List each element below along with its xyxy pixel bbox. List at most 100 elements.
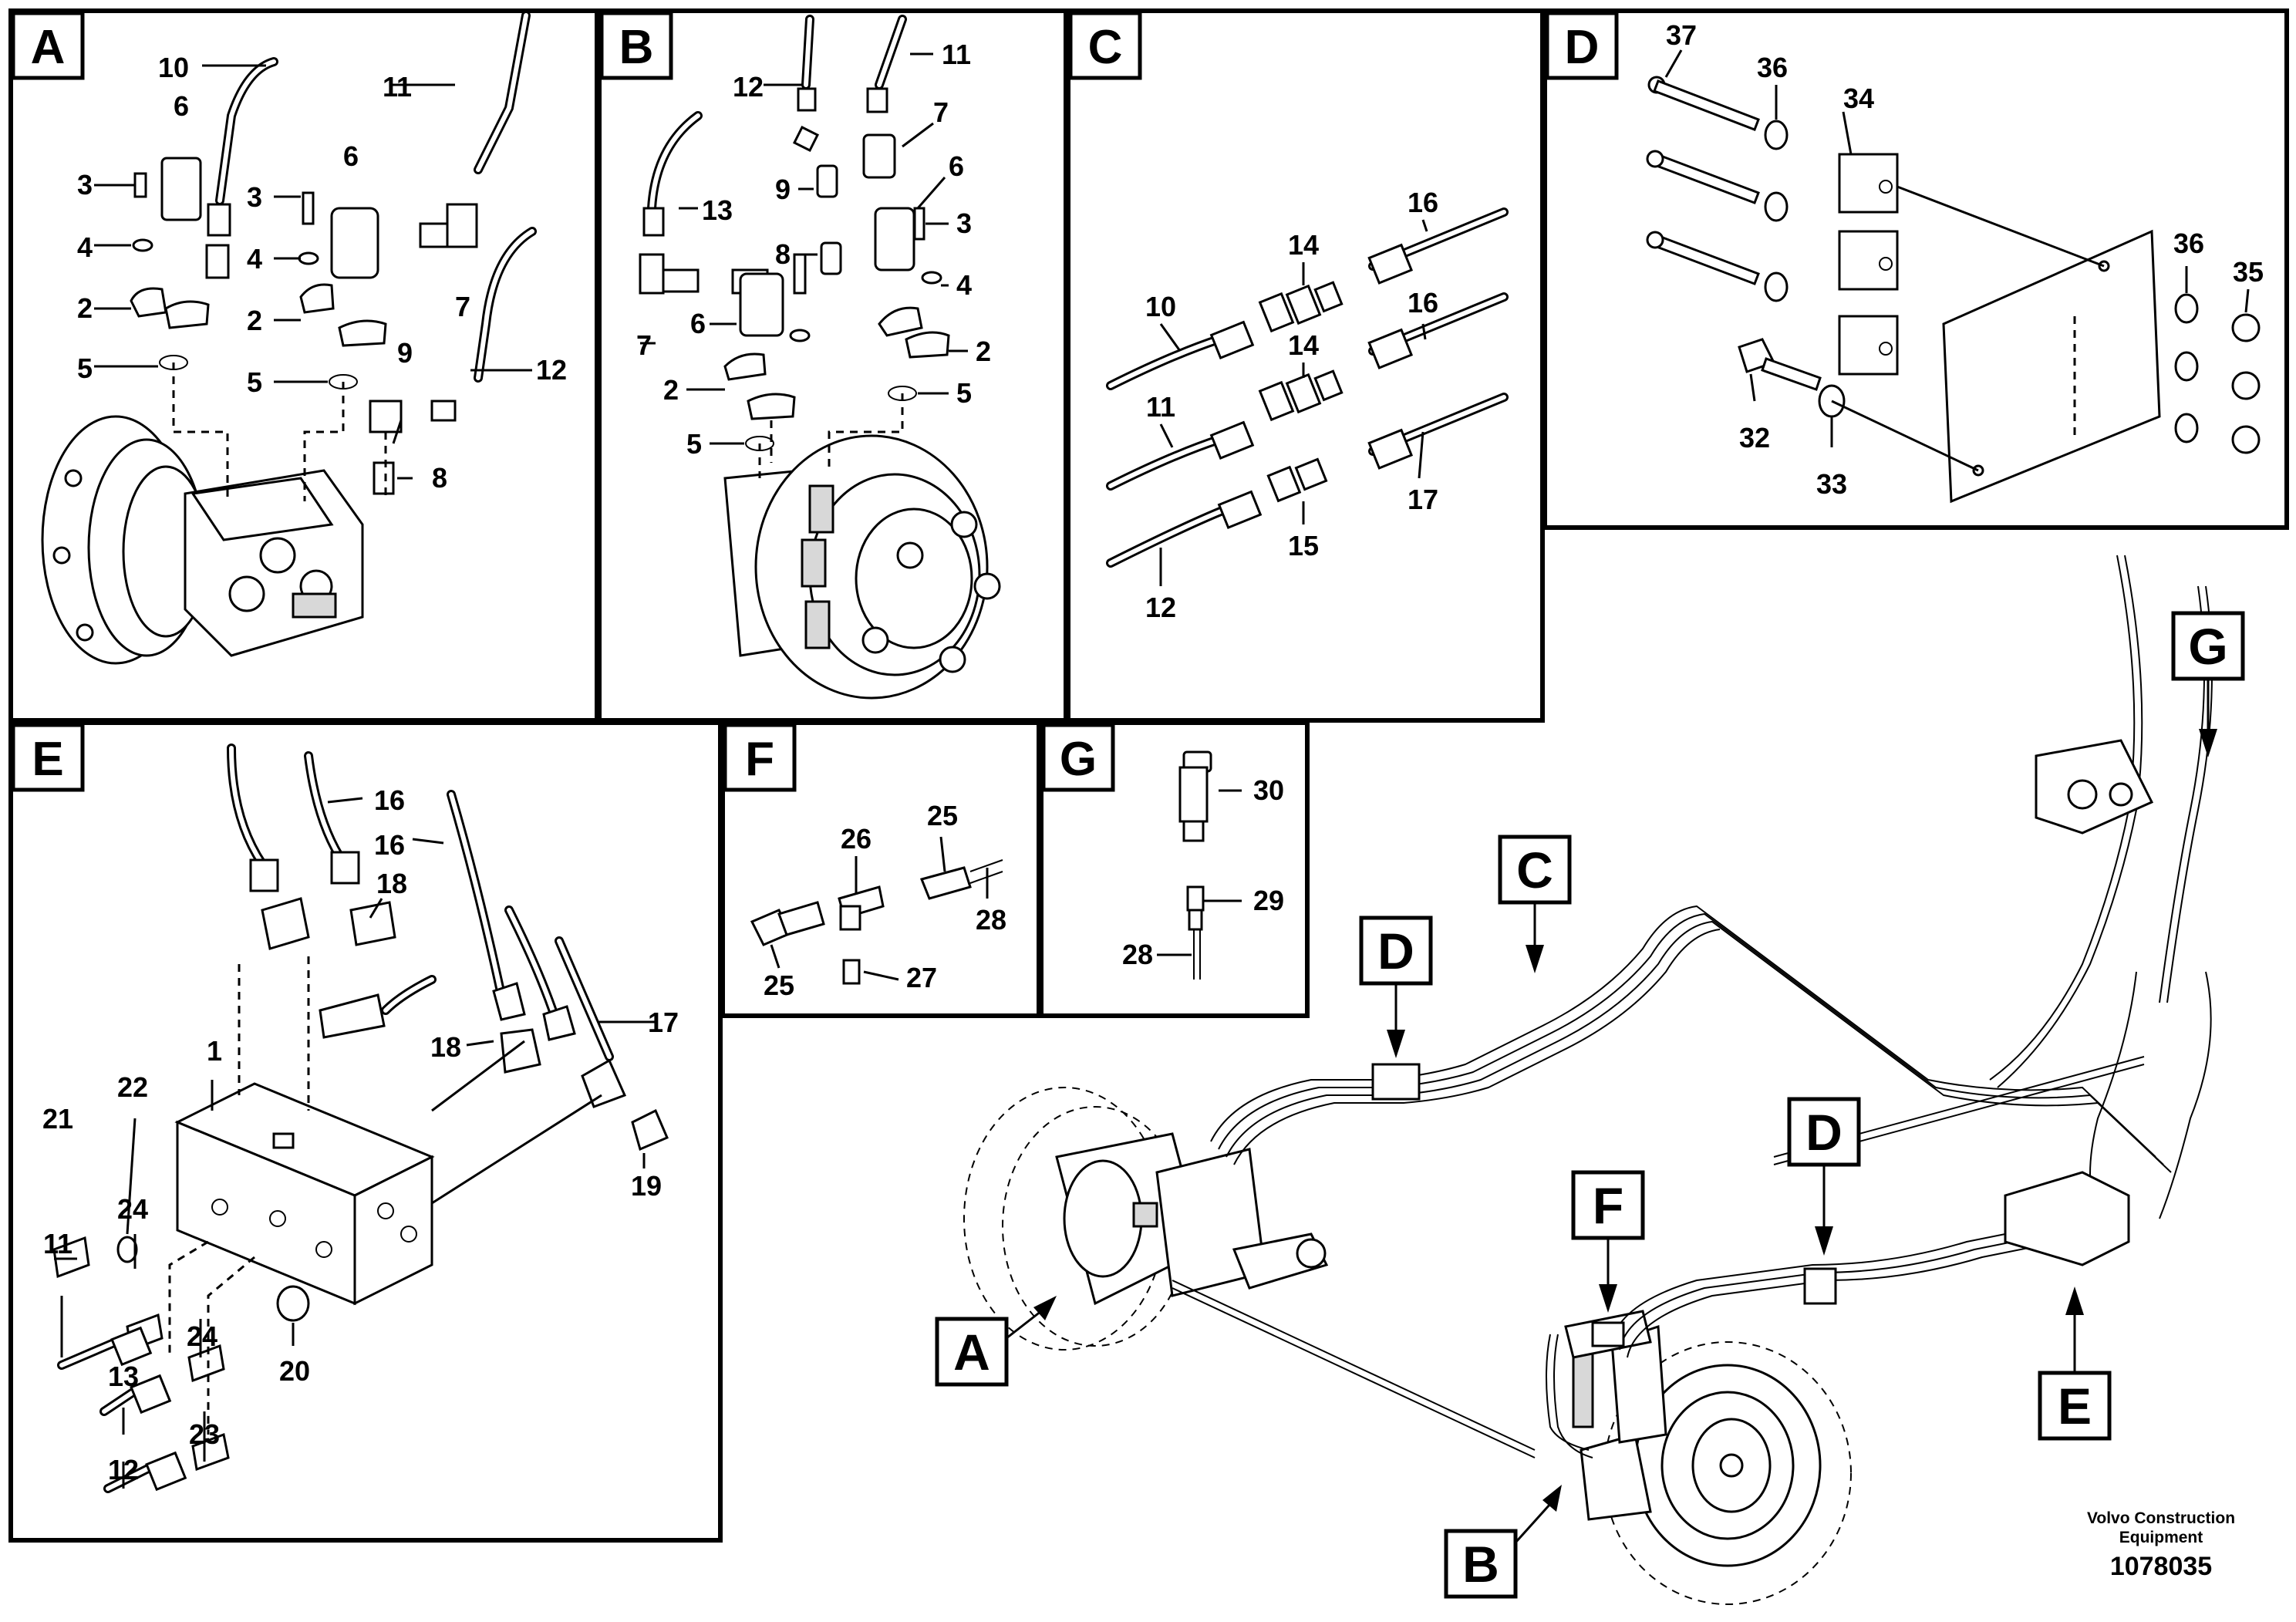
e-label-20: 20	[279, 1355, 310, 1387]
c-label-16b: 16	[1408, 287, 1438, 319]
e-label-16: 16	[374, 784, 405, 816]
a-label-2b: 2	[247, 305, 262, 336]
panel-c-letter: C	[1088, 21, 1123, 74]
a-label-4b: 4	[247, 243, 262, 275]
a-label-3: 3	[77, 169, 93, 201]
a-label-11: 11	[383, 71, 412, 103]
a-label-2: 2	[77, 292, 93, 324]
valve-block-1	[174, 1082, 435, 1306]
reference-number: 1078035	[2110, 1552, 2212, 1581]
b-label-5b: 5	[686, 428, 702, 460]
b-label-6b: 6	[690, 308, 706, 339]
e-label-18b: 18	[430, 1031, 461, 1063]
a-label-6b: 6	[343, 140, 359, 172]
panel-g: G 30 29 28	[1039, 720, 1310, 1018]
a-label-3b: 3	[247, 181, 262, 213]
f-label-26: 26	[841, 823, 872, 855]
callout-d-lower: D	[1805, 1104, 1843, 1161]
d-label-37: 37	[1666, 19, 1697, 51]
callout-a: A	[953, 1324, 990, 1381]
d-label-35: 35	[2233, 256, 2264, 288]
a-label-12: 12	[536, 354, 567, 386]
brand-line-2: Equipment	[2119, 1529, 2203, 1546]
b-label-9: 9	[775, 174, 791, 205]
d-label-36b: 36	[2173, 228, 2204, 259]
panel-c: C	[1066, 8, 1545, 723]
e-label-16b: 16	[374, 829, 405, 861]
callout-d-upper: D	[1377, 922, 1414, 980]
panel-b-letter: B	[619, 21, 654, 74]
panel-f-letter: F	[745, 733, 774, 786]
callout-g: G	[2188, 618, 2227, 675]
b-label-6: 6	[949, 150, 964, 182]
e-label-21: 21	[42, 1103, 73, 1135]
a-label-7: 7	[455, 291, 470, 322]
b-label-11: 11	[942, 39, 971, 70]
c-label-17: 17	[1408, 484, 1438, 515]
e-label-24: 24	[117, 1193, 148, 1225]
b-label-12: 12	[733, 71, 764, 103]
d-label-36: 36	[1757, 52, 1788, 83]
e-label-24b: 24	[187, 1320, 217, 1352]
b-label-3: 3	[956, 207, 972, 239]
machine-overview: A B C D D E F G	[935, 555, 2245, 1605]
c-label-14b: 14	[1288, 329, 1319, 361]
b-label-7b: 7	[636, 329, 652, 361]
b-label-4: 4	[956, 269, 972, 301]
b-label-2: 2	[976, 336, 991, 367]
panel-a: A	[8, 8, 599, 723]
a-label-10: 10	[158, 52, 189, 83]
c-label-14: 14	[1288, 229, 1319, 261]
c-label-15: 15	[1288, 530, 1319, 561]
f-label-27: 27	[906, 962, 937, 993]
e-label-13: 13	[108, 1361, 139, 1392]
b-label-7: 7	[933, 96, 949, 128]
a-label-9: 9	[397, 337, 413, 369]
b-label-8: 8	[775, 238, 791, 270]
d-label-33: 33	[1816, 468, 1847, 500]
g-label-28: 28	[1122, 939, 1153, 970]
hydraulic-motor-a	[41, 415, 364, 665]
g-label-29: 29	[1253, 885, 1284, 916]
panel-d-letter: D	[1565, 21, 1600, 74]
panel-e-letter: E	[32, 733, 63, 786]
f-label-25b: 25	[764, 969, 794, 1001]
callout-c: C	[1516, 841, 1553, 899]
e-label-18: 18	[376, 868, 407, 899]
footer-brand: Volvo Construction Equipment 1078035	[2087, 1509, 2235, 1581]
panel-e: E	[8, 720, 723, 1543]
brand-line-1: Volvo Construction	[2087, 1509, 2235, 1527]
f-label-25: 25	[927, 800, 958, 831]
callout-e: E	[2058, 1378, 2092, 1435]
e-label-1: 1	[207, 1035, 222, 1067]
bolt-37	[1646, 76, 1760, 285]
g-label-30: 30	[1253, 774, 1284, 806]
e-label-11: 11	[43, 1228, 72, 1259]
a-label-5: 5	[77, 352, 93, 384]
panel-b: B	[597, 8, 1068, 723]
e-label-19: 19	[631, 1170, 662, 1202]
c-label-10: 10	[1145, 291, 1176, 322]
a-label-6: 6	[174, 90, 189, 122]
e-label-23: 23	[189, 1418, 220, 1450]
b-label-2b: 2	[663, 374, 679, 406]
hydraulic-motor-b	[723, 434, 1001, 700]
d-label-34: 34	[1843, 83, 1874, 114]
f-label-28: 28	[976, 904, 1006, 936]
b-label-13: 13	[702, 194, 733, 226]
a-label-4: 4	[77, 231, 93, 263]
callout-f: F	[1593, 1177, 1623, 1234]
a-label-5b: 5	[247, 366, 262, 398]
c-label-12: 12	[1145, 592, 1176, 623]
e-label-22: 22	[117, 1071, 148, 1103]
c-label-16: 16	[1408, 187, 1438, 218]
b-label-5: 5	[956, 377, 972, 409]
callout-b: B	[1462, 1536, 1499, 1593]
c-label-11: 11	[1146, 391, 1175, 423]
panel-d: D	[1542, 8, 2289, 530]
panel-g-letter: G	[1060, 733, 1097, 786]
panel-a-letter: A	[31, 21, 66, 74]
panel-f: F 26 25 28 25 27	[720, 720, 1041, 1018]
e-label-12: 12	[108, 1454, 139, 1485]
